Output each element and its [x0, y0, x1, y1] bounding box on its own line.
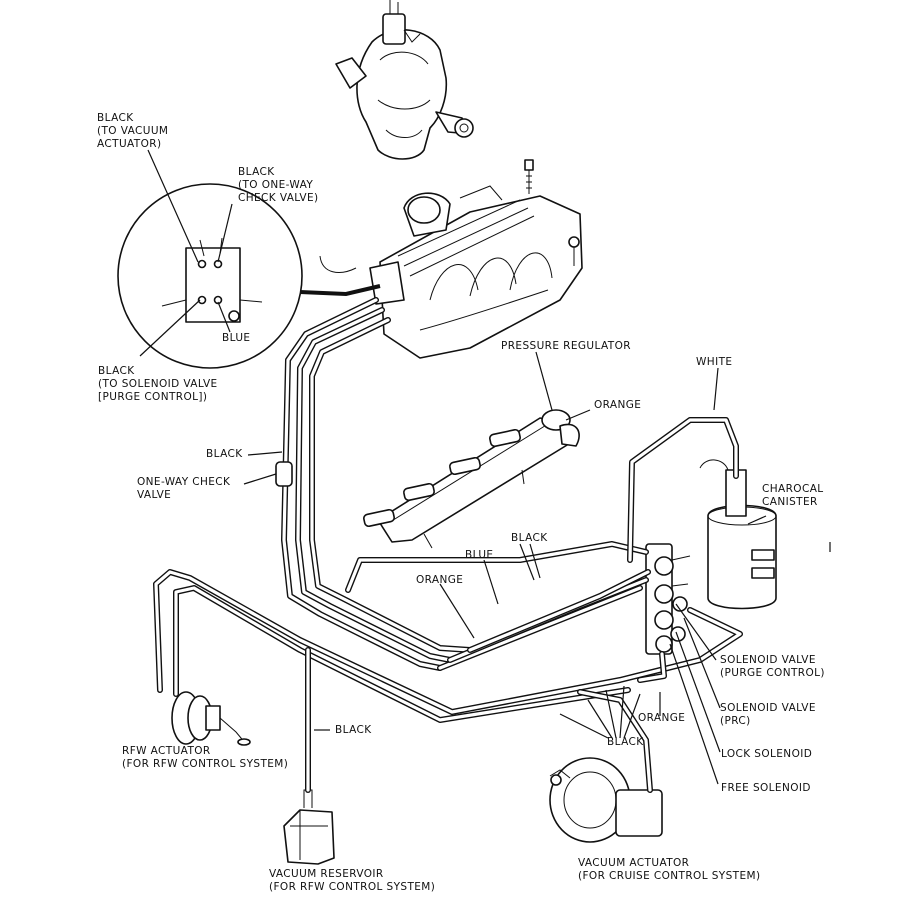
label-line: (PRC) — [720, 715, 751, 727]
label-line: LOCK SOLENOID — [721, 748, 813, 760]
label-orange-mid: ORANGE — [416, 574, 463, 587]
label-line: (FOR CRUISE CONTROL SYSTEM) — [578, 870, 761, 882]
leader-lines — [243, 367, 831, 785]
label-lock-solenoid: LOCK SOLENOID — [721, 748, 812, 761]
distributor — [335, 0, 474, 160]
solenoid-block — [645, 543, 691, 655]
label-line: BLACK — [335, 724, 372, 736]
charcoal-canister-part — [699, 459, 777, 610]
fuel-rail — [363, 351, 591, 549]
intake-manifold — [319, 159, 583, 359]
vacuum-reservoir-part — [283, 789, 335, 865]
label-solenoid-valve-purge: SOLENOID VALVE (PURGE CONTROL) — [720, 654, 825, 680]
label-line: CHECK VALVE) — [238, 192, 319, 204]
vacuum-hoses — [153, 297, 743, 793]
label-line: CANISTER — [762, 496, 818, 508]
label-line: BLACK — [98, 365, 135, 377]
label-line: (PURGE CONTROL) — [720, 667, 825, 679]
label-line: [PURGE CONTROL]) — [98, 391, 208, 403]
label-orange-top: ORANGE — [594, 399, 641, 412]
label-line: BLACK — [238, 166, 275, 178]
label-line: BLACK — [607, 736, 644, 748]
label-blue-mid: BLUE — [465, 549, 493, 562]
label-black-to-solenoid-purge: BLACK (TO SOLENOID VALVE [PURGE CONTROL]… — [98, 365, 218, 404]
label-line: FREE SOLENOID — [721, 782, 811, 794]
label-line: (TO ONE-WAY — [238, 179, 314, 191]
label-black-reservoir: BLACK — [335, 724, 372, 737]
cruise-vacuum-actuator-part — [549, 757, 663, 843]
label-line: BLACK — [206, 448, 243, 460]
label-orange-low: ORANGE — [638, 712, 685, 725]
label-line: (FOR RFW CONTROL SYSTEM) — [122, 758, 289, 770]
label-line: (TO SOLENOID VALVE — [98, 378, 218, 390]
label-line: (TO VACUUM — [97, 125, 169, 137]
label-black-low: BLACK — [607, 736, 644, 749]
label-black-to-check-valve: BLACK (TO ONE-WAY CHECK VALVE) — [238, 166, 319, 205]
label-white: WHITE — [696, 356, 732, 369]
label-line: VACUUM ACTUATOR — [578, 857, 690, 869]
label-vacuum-actuator: VACUUM ACTUATOR (FOR CRUISE CONTROL SYST… — [578, 857, 760, 883]
label-line: ORANGE — [416, 574, 464, 586]
label-line: PRESSURE REGULATOR — [501, 340, 631, 352]
label-line: BLUE — [465, 549, 494, 561]
label-black-left: BLACK — [206, 448, 243, 461]
label-line: ORANGE — [594, 399, 642, 411]
label-line: ORANGE — [638, 712, 686, 724]
label-charcoal-canister: CHAROCAL CANISTER — [762, 483, 824, 509]
label-line: ONE-WAY CHECK — [137, 476, 231, 488]
label-line: VALVE — [137, 489, 172, 501]
label-line: BLACK — [511, 532, 548, 544]
inset-detail — [117, 149, 303, 369]
label-line: SOLENOID VALVE — [720, 702, 816, 714]
label-line: WHITE — [696, 356, 733, 368]
label-rfw-actuator: RFW ACTUATOR (FOR RFW CONTROL SYSTEM) — [122, 745, 288, 771]
rfw-actuator-part — [171, 691, 251, 746]
label-line: BLACK — [97, 112, 134, 124]
label-line: BLUE — [222, 332, 251, 344]
label-solenoid-valve-prc: SOLENOID VALVE (PRC) — [720, 702, 816, 728]
label-blue-inset: BLUE — [222, 332, 250, 345]
label-pressure-regulator: PRESSURE REGULATOR — [501, 340, 631, 353]
label-line: RFW ACTUATOR — [122, 745, 211, 757]
label-line: SOLENOID VALVE — [720, 654, 816, 666]
label-free-solenoid: FREE SOLENOID — [721, 782, 811, 795]
label-line: ACTUATOR) — [97, 138, 162, 150]
label-line: (FOR RFW CONTROL SYSTEM) — [269, 881, 436, 893]
label-black-mid: BLACK — [511, 532, 548, 545]
label-line: CHAROCAL — [762, 483, 824, 495]
label-one-way-check-valve: ONE-WAY CHECK VALVE — [137, 476, 230, 502]
label-line: VACUUM RESERVOIR — [269, 868, 384, 880]
label-vacuum-reservoir: VACUUM RESERVOIR (FOR RFW CONTROL SYSTEM… — [269, 868, 435, 894]
label-black-to-vacuum-actuator: BLACK (TO VACUUM ACTUATOR) — [97, 112, 168, 151]
